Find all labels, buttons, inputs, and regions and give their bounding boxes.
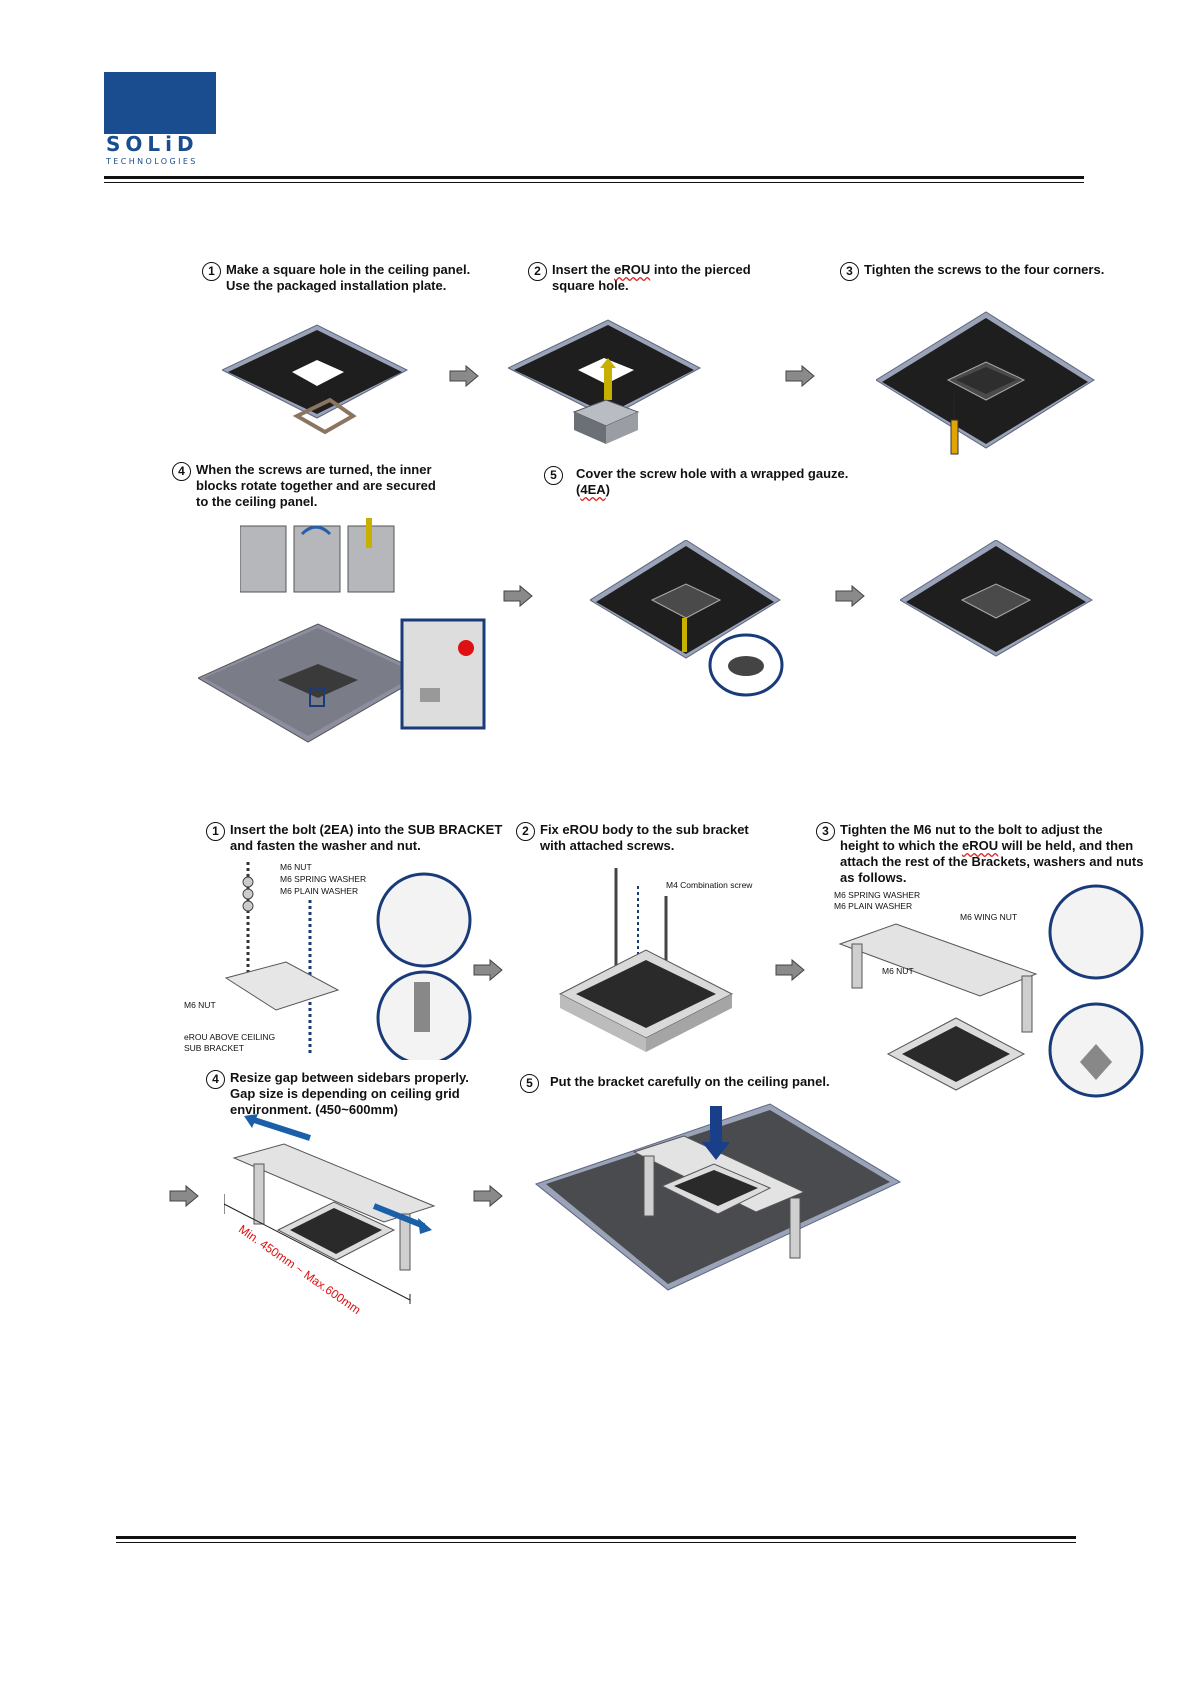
step-number: 5 — [520, 1074, 539, 1093]
label-m6-nut: M6 NUT — [280, 862, 312, 872]
label-m6-spring-washer-2: M6 SPRING WASHER — [834, 890, 921, 900]
label-m6-spring-washer: M6 SPRING WASHER — [280, 874, 367, 884]
solid-logo: SOLiD TECHNOLOGIES — [104, 72, 216, 168]
panel-secured-figure — [198, 618, 486, 743]
resize-sidebars-figure — [224, 1114, 436, 1304]
arrow-right-icon — [473, 958, 503, 982]
insert-erou-figure — [508, 319, 702, 444]
step-text: Tighten the screws to the four corners. — [864, 262, 1105, 277]
tighten-screws-figure — [876, 311, 1095, 455]
label-m6-plain-washer-2: M6 PLAIN WASHER — [834, 901, 913, 911]
fix-erou-body-figure — [558, 868, 734, 1052]
arrow-right-icon — [169, 1184, 199, 1208]
arrow-right-icon — [503, 584, 533, 608]
label-sub-bracket: SUB BRACKET — [184, 1043, 244, 1053]
label-erou-above-ceiling: eROU ABOVE CEILING — [184, 1032, 276, 1042]
s1-step4: 4 When the screws are turned, the inner b… — [172, 462, 472, 510]
footer-rule — [116, 1536, 1076, 1539]
s2-step1: 1 Insert the bolt (2EA) into the SUB BRAC… — [206, 822, 506, 854]
label-m6-wing-nut: M6 WING NUT — [960, 912, 1018, 922]
arrow-right-icon — [775, 958, 805, 982]
logo-subtext: TECHNOLOGIES — [106, 157, 198, 166]
label-m6-plain-washer: M6 PLAIN WASHER — [280, 886, 359, 896]
s1-step1: 1 Make a square hole in the ceiling panel… — [202, 262, 502, 294]
s2-step5: 5 Put the bracket carefully on the ceilin… — [520, 1074, 880, 1093]
attach-brackets-figure — [838, 884, 1144, 1098]
step-text: Insert the eROU into the pierced square … — [552, 262, 751, 293]
cover-screw-hole-figure — [590, 540, 784, 697]
s2-step4: 4 Resize gap between sidebars properly. G… — [206, 1070, 496, 1118]
step-number: 5 — [544, 466, 563, 485]
header-rule-thin — [104, 182, 1084, 183]
label-m6-nut-3: M6 NUT — [882, 966, 914, 976]
bracket-on-ceiling-figure — [534, 1103, 902, 1291]
step-number: 1 — [202, 262, 221, 281]
step-text: When the screws are turned, the inner bl… — [196, 462, 436, 509]
s2-step2: 2 Fix eROU body to the sub bracket with a… — [516, 822, 776, 854]
label-m4-combination-screw: M4 Combination screw — [666, 880, 753, 890]
step-text: Put the bracket carefully on the ceiling… — [550, 1074, 830, 1089]
label-m6-nut-left: M6 NUT — [184, 1000, 216, 1010]
logo-square — [104, 72, 216, 134]
s1-step2: 2 Insert the eROU into the pierced square… — [528, 262, 808, 294]
arrow-right-icon — [473, 1184, 503, 1208]
inner-blocks-rotation-figure — [240, 518, 395, 593]
installation-plate — [292, 397, 357, 435]
step-number: 2 — [516, 822, 535, 841]
step-number: 3 — [816, 822, 835, 841]
sub-bracket-bolt-figure — [224, 862, 472, 1060]
step-text: Insert the bolt (2EA) into the SUB BRACK… — [230, 822, 503, 853]
s2-step3: 3 Tighten the M6 nut to the bolt to adjus… — [816, 822, 1146, 886]
step-number: 1 — [206, 822, 225, 841]
step-number: 4 — [172, 462, 191, 481]
step-text: Fix eROU body to the sub bracket with at… — [540, 822, 749, 853]
arrow-right-icon — [835, 584, 865, 608]
step-text: Resize gap between sidebars properly. Ga… — [230, 1070, 469, 1117]
step-text: Make a square hole in the ceiling panel.… — [226, 262, 471, 293]
s1-step5: 5 Cover the screw hole with a wrapped gau… — [544, 466, 904, 498]
footer-rule-thin — [116, 1542, 1076, 1543]
s1-step3: 3 Tighten the screws to the four corners. — [840, 262, 1120, 281]
header-rule — [104, 176, 1084, 179]
step-number: 4 — [206, 1070, 225, 1089]
step-number: 3 — [840, 262, 859, 281]
step-number: 2 — [528, 262, 547, 281]
arrow-right-icon — [785, 364, 815, 388]
finished-panel-figure — [900, 540, 1093, 657]
ceiling-panel-hole-figure — [222, 324, 409, 435]
logo-text: SOLiD — [106, 132, 199, 156]
step-text: Cover the screw hole with a wrapped gauz… — [576, 466, 849, 497]
arrow-right-icon — [449, 364, 479, 388]
step-text: Tighten the M6 nut to the bolt to adjust… — [840, 822, 1144, 885]
